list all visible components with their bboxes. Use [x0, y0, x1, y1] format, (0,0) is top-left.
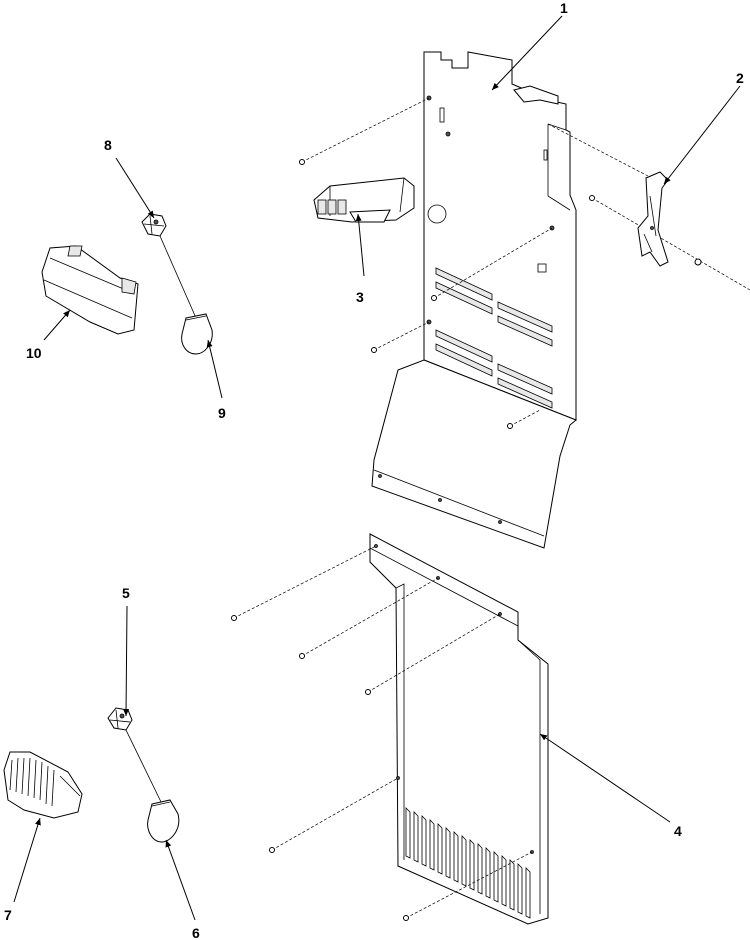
- callout-2: 2: [736, 70, 744, 86]
- leader-lines: [13, 15, 741, 921]
- callout-8: 8: [104, 137, 112, 153]
- fasteners: [231, 97, 750, 921]
- bulb-connector-9: [159, 235, 197, 319]
- light-cover-part-7: [3, 751, 83, 819]
- callout-4: 4: [674, 823, 682, 839]
- bulb-part-6: [147, 799, 180, 843]
- bulb-connector-6: [125, 729, 163, 805]
- callout-9: 9: [218, 405, 226, 421]
- damper-part-3: [313, 177, 415, 223]
- callout-7: 7: [4, 907, 12, 923]
- lower-panel: [369, 533, 549, 925]
- callout-5: 5: [122, 585, 130, 601]
- callout-1: 1: [560, 0, 568, 16]
- light-cover-part-10: [41, 245, 139, 335]
- callout-labels: 1 2 3 4 5 6 7 8 9 10: [4, 0, 744, 940]
- bracket-part-2: [637, 171, 669, 267]
- socket-part-5: [107, 707, 133, 731]
- bulb-part-9: [181, 313, 213, 355]
- callout-3: 3: [356, 289, 364, 305]
- callout-6: 6: [192, 925, 200, 940]
- callout-10: 10: [26, 345, 42, 361]
- upper-panel: [371, 51, 577, 549]
